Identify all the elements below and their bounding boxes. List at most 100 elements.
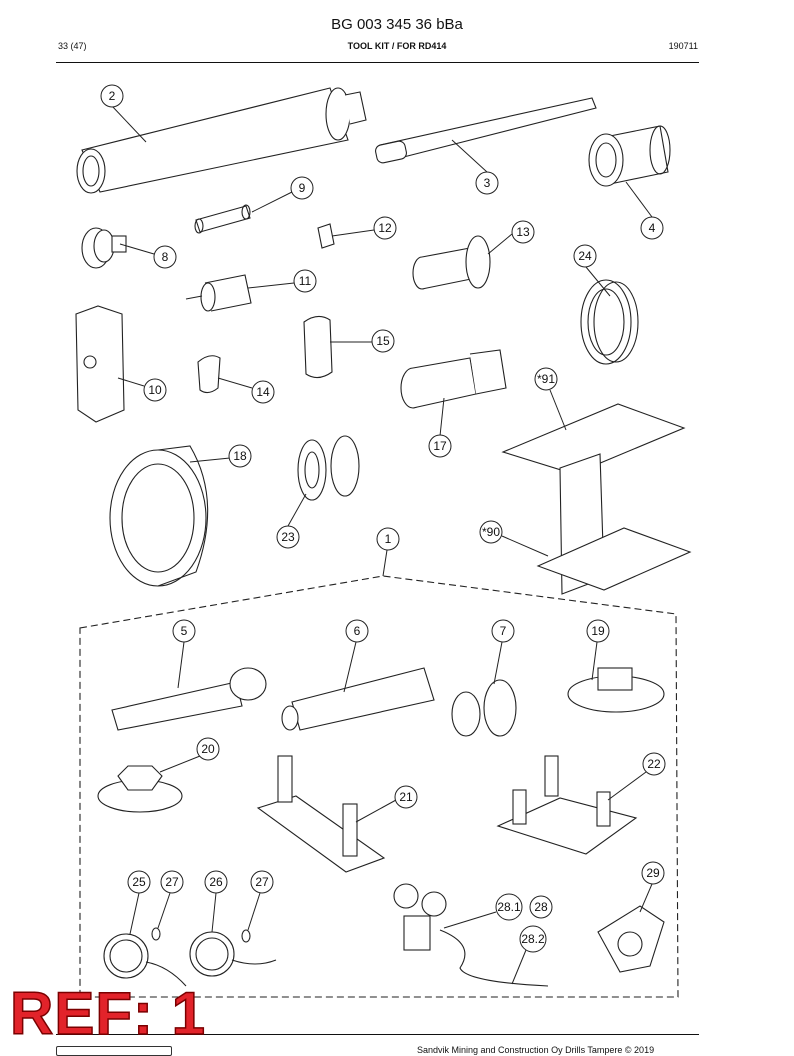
svg-text:14: 14 <box>256 385 270 399</box>
callout-29: 29 <box>639 861 665 913</box>
callout-25: 25 <box>127 870 151 935</box>
part-18-ring <box>109 445 209 587</box>
callout-13: 13 <box>487 220 535 255</box>
callout-6: 6 <box>343 619 369 693</box>
svg-text:22: 22 <box>647 757 661 771</box>
svg-text:15: 15 <box>376 334 390 348</box>
svg-text:23: 23 <box>281 530 295 544</box>
callout-23: 23 <box>276 493 307 549</box>
svg-text:8: 8 <box>162 250 169 264</box>
callout-17: 17 <box>428 397 452 458</box>
sheet-title: TOOL KIT / FOR RD414 <box>347 41 447 51</box>
callout-24: 24 <box>573 244 611 297</box>
footer-rule <box>56 1034 699 1035</box>
callout-28-2: 28.2 <box>511 925 547 985</box>
callout-27a: 27 <box>157 870 184 929</box>
part-17-bushing <box>400 349 507 409</box>
callout-11: 11 <box>247 269 317 293</box>
callout-5: 5 <box>172 619 196 689</box>
part-28-regulator <box>393 883 549 987</box>
svg-text:27: 27 <box>165 875 179 889</box>
part-13-spindle <box>412 235 491 290</box>
part-20-nut-plate <box>97 765 183 813</box>
part-8-knob <box>81 227 127 269</box>
callout-15: 15 <box>330 329 395 353</box>
kit-boundary <box>79 575 679 998</box>
part-22-fixture <box>496 755 638 855</box>
callout-19: 19 <box>586 619 610 681</box>
part-26-gauge <box>189 931 277 977</box>
part-21-bar <box>256 755 386 873</box>
page-number: 33 (47) <box>58 41 87 51</box>
part-27-o-ring-a <box>151 927 161 941</box>
callout-22: 22 <box>607 752 666 801</box>
callout-28: 28 <box>529 895 553 919</box>
callout-91: *91 <box>534 367 567 431</box>
part-3-rod <box>375 97 597 164</box>
part-9-bolt <box>194 204 251 234</box>
svg-text:29: 29 <box>646 866 660 880</box>
callout-90: *90 <box>479 520 549 557</box>
part-14-half-shell <box>197 355 221 394</box>
svg-text:18: 18 <box>233 449 247 463</box>
part-10-plate <box>75 305 125 423</box>
callout-18: 18 <box>189 444 252 468</box>
callout-28-1: 28.1 <box>443 893 523 929</box>
callout-9: 9 <box>251 176 314 213</box>
svg-text:11: 11 <box>299 274 312 288</box>
part-29-ratchet <box>597 905 665 973</box>
part-90-91-stand <box>501 403 692 595</box>
svg-text:1: 1 <box>385 532 392 546</box>
part-25-gauge <box>103 933 187 987</box>
part-11-cylinder <box>185 274 252 312</box>
svg-text:21: 21 <box>399 790 413 804</box>
svg-text:*91: *91 <box>537 372 555 386</box>
callout-2: 2 <box>100 84 147 143</box>
part-7-sleeve <box>451 679 517 737</box>
callout-1: 1 <box>376 527 400 577</box>
svg-text:7: 7 <box>500 624 507 638</box>
callout-7: 7 <box>491 619 515 685</box>
part-2-tube <box>76 87 367 194</box>
footer-copyright: Sandvik Mining and Construction Oy Drill… <box>417 1045 655 1055</box>
svg-text:2: 2 <box>109 89 116 103</box>
part-4-sleeve <box>588 125 671 187</box>
svg-text:25: 25 <box>132 875 146 889</box>
part-24-ring <box>580 279 639 365</box>
callout-8: 8 <box>119 243 177 269</box>
callout-12: 12 <box>331 216 397 240</box>
part-15-half-shell <box>303 315 333 379</box>
part-6-tube <box>281 667 435 731</box>
header-rule <box>56 62 699 63</box>
svg-text:19: 19 <box>591 624 605 638</box>
svg-text:6: 6 <box>354 624 361 638</box>
svg-text:12: 12 <box>378 221 392 235</box>
callout-26: 26 <box>204 870 228 933</box>
svg-text:28: 28 <box>534 900 548 914</box>
part-27-o-ring-b <box>241 929 251 943</box>
logo-icon <box>56 1046 172 1056</box>
part-23-sleeve <box>297 435 360 501</box>
callout-20: 20 <box>159 737 220 773</box>
svg-text:4: 4 <box>649 221 656 235</box>
svg-text:20: 20 <box>201 742 215 756</box>
date-code: 190711 <box>668 41 698 51</box>
part-19-hub <box>567 667 665 713</box>
callout-3: 3 <box>451 139 499 195</box>
callout-14: 14 <box>217 377 275 404</box>
svg-text:*90: *90 <box>482 525 500 539</box>
part-5-drift <box>111 667 267 731</box>
callout-27b: 27 <box>247 870 274 931</box>
svg-text:28.1: 28.1 <box>497 900 521 914</box>
callout-10: 10 <box>117 377 167 402</box>
svg-text:13: 13 <box>516 225 530 239</box>
svg-text:26: 26 <box>209 875 223 889</box>
svg-text:27: 27 <box>255 875 269 889</box>
document-number: BG 003 345 36 bBa <box>331 16 463 33</box>
callout-4: 4 <box>625 181 664 240</box>
svg-text:10: 10 <box>148 383 162 397</box>
svg-text:5: 5 <box>181 624 188 638</box>
svg-text:9: 9 <box>299 181 306 195</box>
